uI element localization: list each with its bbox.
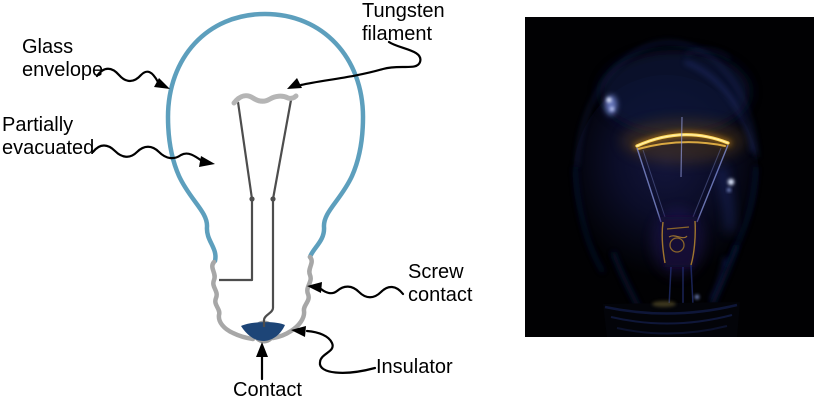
insulator-shape — [241, 322, 285, 341]
tungsten-filament-arrowhead — [287, 78, 302, 89]
photo-column-streak1 — [668, 266, 672, 308]
insulator-arrowhead — [291, 326, 306, 337]
filament-arc-highlight — [636, 134, 729, 147]
contact-arrowhead — [256, 342, 268, 357]
photo-glint-right-dot2 — [727, 188, 731, 192]
photo-rim-right — [684, 60, 755, 153]
photo-support-left — [636, 147, 662, 223]
screw-contact-arrow — [319, 285, 405, 299]
photo-base-glint-dot — [694, 294, 700, 300]
glass-envelope-arrow — [95, 67, 160, 84]
label-partially-evacuated: Partially evacuated — [2, 114, 95, 159]
label-glass-envelope: Glass envelope — [22, 36, 104, 81]
photo-base-stamp-glint — [652, 301, 676, 307]
filament-glow-halo — [621, 119, 745, 163]
partially-evacuated-arrowhead — [199, 156, 215, 167]
photo-glint-left-dot1 — [606, 97, 612, 103]
photo-stem-loop — [669, 237, 685, 253]
photo-stem-bar — [666, 226, 690, 230]
photo-base-thread2 — [616, 325, 728, 335]
label-contact: Contact — [233, 379, 302, 401]
label-screw-contact: Screw contact — [408, 261, 473, 306]
photo-stem-wiggle — [668, 235, 688, 239]
photo-support-center — [680, 116, 683, 178]
photo-rim-left-lower — [573, 166, 605, 273]
photo-support-right — [696, 144, 729, 223]
lit-bulb-photo — [525, 17, 814, 337]
glass-envelope-arrowhead — [154, 78, 170, 89]
photo-stem-edge-right — [690, 220, 696, 266]
lead-wire-right — [262, 99, 293, 327]
screw-thread-left — [210, 259, 256, 342]
glass-envelope-outline — [165, 11, 366, 264]
screw-contact-arrowhead — [307, 282, 322, 293]
photo-base-edge — [604, 303, 738, 315]
photo-stem-edge-left — [661, 221, 666, 264]
partially-evacuated-arrow — [91, 144, 204, 163]
bulb-diagram — [91, 11, 422, 381]
photo-base-thread1 — [610, 314, 733, 325]
photo-column-streak3 — [690, 264, 694, 306]
label-insulator: Insulator — [376, 356, 453, 378]
photo-glint-left — [605, 95, 617, 115]
wire-joint-right — [270, 196, 276, 202]
wire-joint-left — [249, 196, 255, 202]
photo-rim-top — [575, 40, 759, 168]
photo-glint-left-dot2 — [610, 107, 614, 111]
label-tungsten-filament: Tungsten filament — [362, 0, 445, 45]
tungsten-filament-arrow — [299, 40, 422, 87]
photo-stem-glass — [661, 217, 697, 267]
photo-streak-right — [718, 166, 733, 233]
screw-thread-right — [270, 254, 314, 341]
photo-support-left-inner — [642, 149, 666, 218]
photo-tip-reflection — [684, 49, 731, 60]
lead-wire-left — [219, 101, 254, 282]
photo-globe-sheen — [600, 50, 750, 134]
photo-streak-lower — [709, 256, 727, 301]
photo-support-right-inner — [692, 147, 722, 218]
insulator-arrow — [305, 329, 377, 374]
photo-glint-right-dot — [727, 178, 735, 186]
filament-arc-lower — [637, 141, 726, 150]
filament-line — [231, 93, 299, 106]
